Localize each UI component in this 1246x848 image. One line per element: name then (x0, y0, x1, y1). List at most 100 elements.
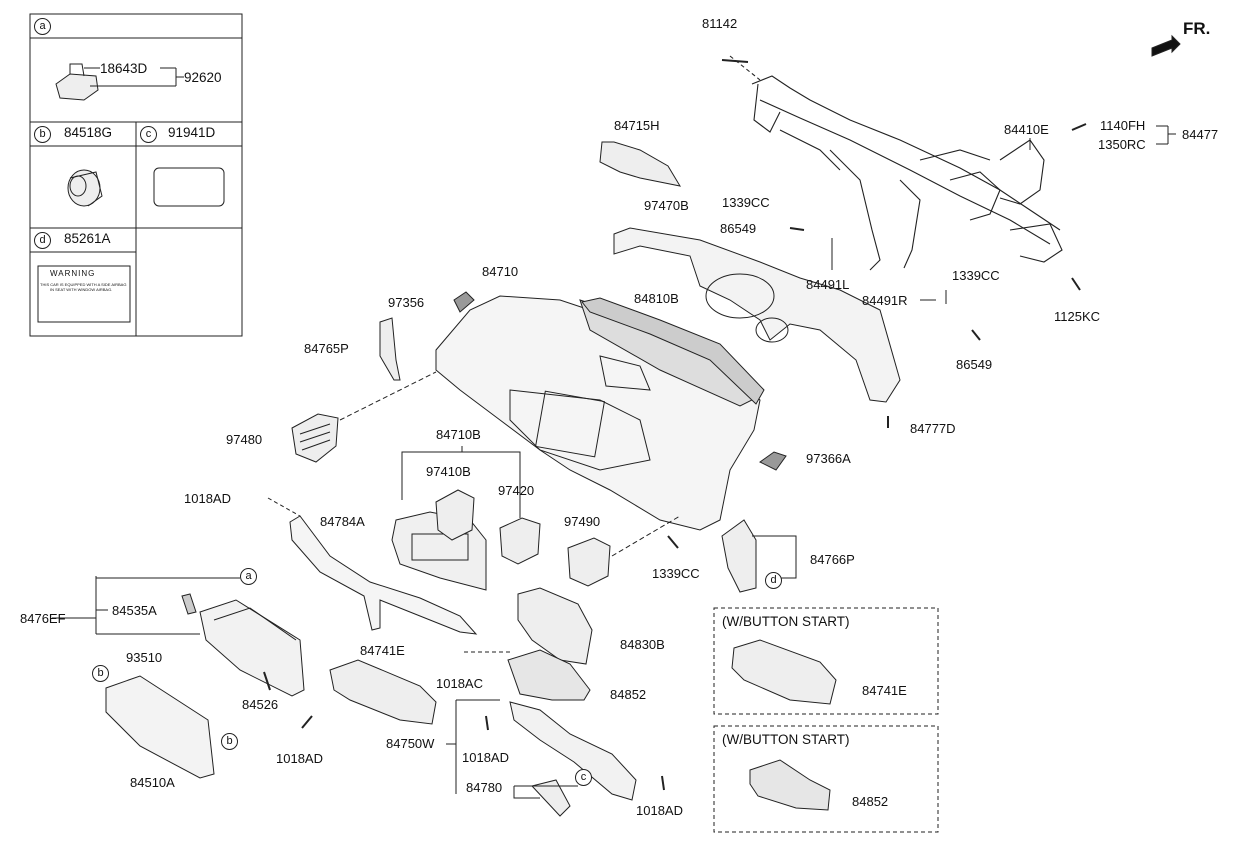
legend-a-part-18643d: 18643D (100, 61, 148, 76)
part-84852: 84852 (610, 687, 647, 702)
part-1350RC: 1350RC (1098, 137, 1146, 152)
part-1339CC-lower: 1339CC (652, 566, 700, 581)
part-84741E: 84741E (360, 643, 405, 658)
legend-c-part: 91941D (168, 125, 216, 140)
variant-box-1-title: (W/BUTTON START) (722, 614, 850, 629)
side-cover-84765p-drawing (379, 317, 401, 381)
vent-97420-drawing (499, 517, 541, 565)
glove-box-door-drawing (105, 675, 215, 779)
plate-84715h-drawing (599, 141, 682, 187)
part-84765P: 84765P (304, 341, 349, 356)
bracket-84710b (401, 451, 521, 518)
part-84710B: 84710B (436, 427, 481, 442)
part-84777D: 84777D (910, 421, 956, 436)
variant-box-2-part: 84852 (852, 794, 889, 809)
part-1018AD-mid: 1018AD (276, 751, 323, 766)
speaker-grille-97356-drawing (453, 291, 475, 313)
callout-d: d (765, 572, 782, 589)
variant-box-1-frame (713, 607, 939, 715)
part-86549-lower: 86549 (956, 357, 993, 372)
lower-panel-84741e-drawing (329, 659, 437, 725)
part-86549-upper: 86549 (720, 221, 757, 236)
part-97420: 97420 (498, 483, 535, 498)
callout-b-lower: b (221, 733, 238, 750)
crash-pad-drawing (435, 295, 761, 531)
front-direction-label: FR. (1183, 19, 1211, 38)
part-84410E: 84410E (1004, 122, 1049, 137)
garnish-84784a-drawing (289, 515, 478, 635)
part-97480: 97480 (226, 432, 263, 447)
vent-97410b-drawing (435, 489, 475, 541)
part-84780: 84780 (466, 780, 503, 795)
pad-91941d-drawing (153, 167, 225, 207)
part-84810B: 84810B (634, 291, 679, 306)
part-1018AD-right: 1018AD (636, 803, 683, 818)
cover-84780-drawing (531, 779, 571, 817)
part-84750W: 84750W (386, 736, 435, 751)
fastener-84518g-drawing (67, 169, 103, 207)
glove-box-lamp-drawing (55, 63, 184, 101)
part-97470B: 97470B (644, 198, 689, 213)
variant-box-2-frame (713, 725, 939, 833)
part-84784A: 84784A (320, 514, 365, 529)
part-84526: 84526 (242, 697, 279, 712)
vent-97490-drawing (567, 537, 611, 587)
cluster-housing-84830b-drawing (517, 587, 593, 665)
callout-c: c (575, 769, 592, 786)
column-cover-84852-drawing (507, 649, 591, 701)
part-97490: 97490 (564, 514, 601, 529)
callout-a: a (240, 568, 257, 585)
variant-box-2-title: (W/BUTTON START) (722, 732, 850, 747)
warning-label-line-1: THIS CAR IS EQUIPPED WITH A SIDE AIRBAG (40, 282, 127, 287)
part-84477: 84477 (1182, 127, 1219, 142)
legend-b-callout: b (34, 126, 51, 143)
legend-d-callout: d (34, 232, 51, 249)
glove-box-housing-drawing (181, 593, 305, 697)
part-81142: 81142 (702, 16, 738, 31)
part-1018AD-left: 1018AD (184, 491, 231, 506)
part-93510: 93510 (126, 650, 163, 665)
part-1125KC: 1125KC (1054, 309, 1101, 324)
legend-table (29, 13, 243, 337)
callout-b-upper: b (92, 665, 109, 682)
side-cover-84766p-drawing (721, 519, 757, 593)
legend-b-part: 84518G (64, 125, 113, 140)
part-1339CC-mid: 1339CC (952, 268, 1000, 283)
part-1018AC: 1018AC (436, 676, 483, 691)
part-97410B: 97410B (426, 464, 471, 479)
bracket-84750w (446, 699, 500, 794)
part-97356: 97356 (388, 295, 425, 310)
part-84710: 84710 (482, 264, 519, 279)
legend-a-callout: a (34, 18, 51, 35)
part-84715H: 84715H (614, 118, 660, 133)
part-97366A: 97366A (806, 451, 851, 466)
part-1018AD-center: 1018AD (462, 750, 509, 765)
bracket-84780 (513, 785, 578, 799)
part-84766P: 84766P (810, 552, 855, 567)
part-84830B: 84830B (620, 637, 665, 652)
variant-box-1-part: 84741E (862, 683, 907, 698)
part-84510A: 84510A (130, 775, 175, 790)
heater-duct-drawing (613, 227, 901, 403)
legend-a-part-92620: 92620 (184, 70, 222, 85)
bracket-84766p (752, 535, 797, 579)
part-1140FH: 1140FH (1100, 118, 1146, 133)
front-arrow-icon (1151, 34, 1181, 57)
cowl-crossmember-drawing (729, 55, 1063, 271)
legend-c-callout: c (140, 126, 157, 143)
warning-label-title: WARNING (50, 269, 96, 278)
part-1339CC-upper: 1339CC (722, 195, 770, 210)
defroster-grille-drawing (581, 297, 765, 405)
part-8476EF: 8476EF (20, 611, 66, 626)
lower-panel-84750w-drawing (509, 701, 637, 801)
part-84535A: 84535A (112, 603, 157, 618)
warning-label-line-2: IN SEAT WITH WINDOW AIRBAG. (50, 287, 113, 292)
vent-97480-drawing (291, 371, 437, 463)
part-84491R: 84491R (862, 293, 908, 308)
warning-label-drawing (37, 265, 131, 323)
bracket-8476ef (95, 576, 240, 635)
legend-d-part: 85261A (64, 231, 111, 246)
part-84491L: 84491L (806, 277, 850, 292)
speaker-grille-97366a-drawing (759, 451, 787, 471)
